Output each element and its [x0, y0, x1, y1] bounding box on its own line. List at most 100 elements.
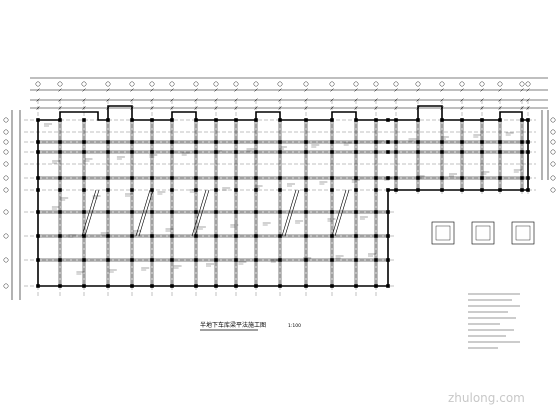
column	[82, 234, 86, 238]
dimension-tick	[394, 106, 398, 110]
column	[36, 234, 40, 238]
column	[480, 176, 484, 180]
column	[170, 210, 174, 214]
grid-bubble	[393, 81, 399, 87]
dimension-tick	[520, 98, 524, 102]
column	[106, 234, 110, 238]
column	[480, 188, 484, 192]
column	[330, 234, 334, 238]
ramp-beam-line	[191, 189, 207, 237]
column	[354, 284, 358, 288]
column	[330, 118, 334, 122]
column	[480, 150, 484, 154]
column	[106, 176, 110, 180]
column	[234, 210, 238, 214]
column	[58, 234, 62, 238]
grid-bubble	[193, 81, 199, 87]
dimension-tick	[234, 88, 238, 92]
ramp-beam-line	[331, 189, 347, 237]
column	[498, 176, 502, 180]
ramp-beam-line	[281, 189, 297, 237]
dimension-tick	[440, 106, 444, 110]
column	[278, 234, 282, 238]
dimension-tick	[304, 88, 308, 92]
column	[526, 176, 530, 180]
column	[278, 188, 282, 192]
column	[214, 258, 218, 262]
column	[234, 188, 238, 192]
column	[278, 176, 282, 180]
dimension-tick	[234, 98, 238, 102]
grid-bubble	[3, 233, 9, 239]
dimension-tick	[170, 88, 174, 92]
column	[170, 176, 174, 180]
grid-bubble	[57, 81, 63, 87]
column	[386, 234, 390, 238]
dimension-tick	[194, 106, 198, 110]
column	[106, 258, 110, 262]
column	[354, 176, 358, 180]
column	[130, 210, 134, 214]
column	[36, 258, 40, 262]
column	[194, 234, 198, 238]
dimension-tick	[480, 98, 484, 102]
grid-bubble	[35, 81, 41, 87]
column	[170, 118, 174, 122]
grid-bubble	[329, 81, 335, 87]
column	[150, 140, 154, 144]
column	[254, 234, 258, 238]
column	[354, 258, 358, 262]
dimension-tick	[106, 98, 110, 102]
dimension-tick	[214, 98, 218, 102]
dimension-tick	[460, 106, 464, 110]
column	[194, 210, 198, 214]
column	[460, 150, 464, 154]
column	[58, 210, 62, 214]
dimension-tick	[130, 88, 134, 92]
dimension-tick	[498, 98, 502, 102]
dimension-tick	[354, 106, 358, 110]
column	[82, 210, 86, 214]
ramp-beam-line	[284, 189, 300, 237]
dimension-tick	[526, 98, 530, 102]
section-detail-inner	[475, 225, 491, 241]
column	[194, 140, 198, 144]
grid-bubble	[3, 139, 9, 145]
column	[214, 176, 218, 180]
column	[130, 258, 134, 262]
dimension-tick	[460, 88, 464, 92]
dimension-tick	[498, 106, 502, 110]
dimension-tick	[58, 106, 62, 110]
column	[130, 118, 134, 122]
section-detail-2	[471, 221, 495, 245]
column	[130, 176, 134, 180]
column	[304, 150, 308, 154]
column	[106, 140, 110, 144]
dimension-tick	[374, 106, 378, 110]
grid-bubble	[479, 81, 485, 87]
dimension-tick	[36, 98, 40, 102]
column	[278, 284, 282, 288]
grid-bubble	[3, 117, 9, 123]
dimension-tick	[304, 106, 308, 110]
column	[374, 118, 378, 122]
column	[58, 284, 62, 288]
dimension-tick	[36, 106, 40, 110]
column	[254, 150, 258, 154]
dimension-tick	[254, 106, 258, 110]
column	[304, 210, 308, 214]
column	[58, 118, 62, 122]
column	[254, 210, 258, 214]
dimension-tick	[130, 98, 134, 102]
column	[36, 284, 40, 288]
column	[170, 258, 174, 262]
column	[82, 284, 86, 288]
dimension-tick	[330, 98, 334, 102]
column	[374, 140, 378, 144]
column	[304, 188, 308, 192]
grid-bubble	[169, 81, 175, 87]
column	[498, 118, 502, 122]
column	[460, 140, 464, 144]
dimension-tick	[330, 88, 334, 92]
